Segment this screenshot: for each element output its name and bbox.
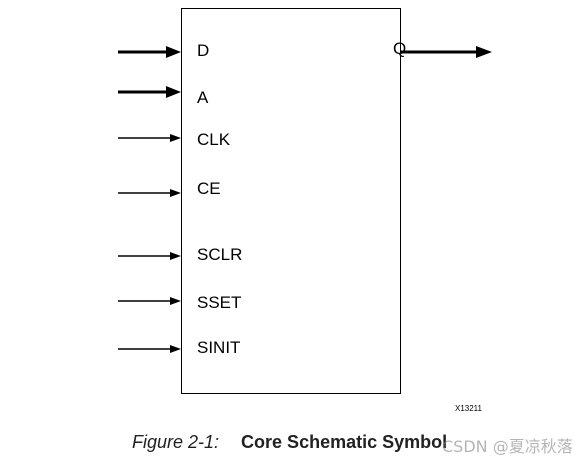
pin-label-sinit: SINIT: [197, 338, 241, 357]
pin-label-d: D: [197, 41, 210, 60]
pin-label-ce: CE: [197, 179, 221, 198]
pin-label-sset: SSET: [197, 293, 242, 312]
pin-label-clk: CLK: [197, 130, 231, 149]
arrow-sset: [118, 297, 181, 305]
pin-label-sclr: SCLR: [197, 245, 243, 264]
arrow-sinit: [118, 345, 181, 353]
core-block: [181, 8, 401, 394]
arrow-d: [118, 46, 181, 58]
figure-title: Core Schematic Symbol: [241, 432, 448, 452]
arrow-clk: [118, 134, 181, 142]
arrow-q: [401, 46, 492, 58]
arrow-ce: [118, 189, 181, 197]
arrow-a: [118, 86, 181, 98]
figure-caption: Figure 2-1: Core Schematic Symbol: [132, 432, 447, 453]
pin-label-a: A: [197, 88, 209, 107]
pin-label-q: Q: [393, 39, 407, 58]
figure-ref-id: X13211: [455, 404, 482, 413]
figure-number: Figure 2-1:: [132, 432, 220, 452]
arrow-sclr: [118, 252, 181, 260]
watermark: CSDN @夏凉秋落: [442, 437, 573, 456]
